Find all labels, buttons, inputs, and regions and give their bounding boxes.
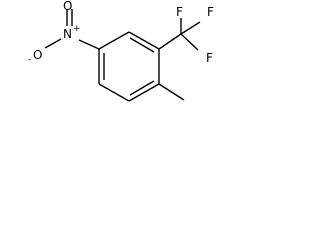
oxygen-left-charge-label: - (28, 55, 31, 65)
ring-bond-c1-c2 (98, 31, 130, 50)
nitrogen-atom-label: N (63, 27, 72, 41)
benzene-ring (98, 31, 160, 102)
ring-double-bond-c4-c5 (129, 80, 155, 96)
bond-cf3-to-f-right (180, 33, 199, 51)
bond-ring-to-cf3-carbon (158, 33, 182, 50)
bond-cf3-to-f-top-right (180, 21, 201, 35)
bond-ring-to-n (78, 39, 100, 50)
fluorine-top-left-atom-label: F (176, 5, 183, 19)
ring-bond-c2-c3 (128, 31, 160, 50)
fluorine-right-atom-label: F (206, 51, 213, 65)
bond-n-to-o-left (44, 38, 62, 49)
bond-ring-to-methyl (158, 83, 185, 101)
fluorine-top-right-atom-label: F (207, 5, 214, 19)
ring-bond-c5-c6 (98, 83, 130, 102)
methyl-group (158, 83, 185, 101)
nitro-group: N + O - O (28, 0, 100, 65)
ring-double-bond-c2-c3 (129, 37, 155, 53)
trifluoromethyl-group: F F F (158, 5, 214, 65)
oxygen-top-atom-label: O (63, 0, 72, 13)
oxygen-left-atom-label: O (33, 48, 42, 62)
nitrogen-charge-label: + (73, 24, 81, 34)
ring-bond-c4-c5 (128, 83, 160, 102)
chemical-structure: N + O - O F F F (28, 0, 214, 102)
